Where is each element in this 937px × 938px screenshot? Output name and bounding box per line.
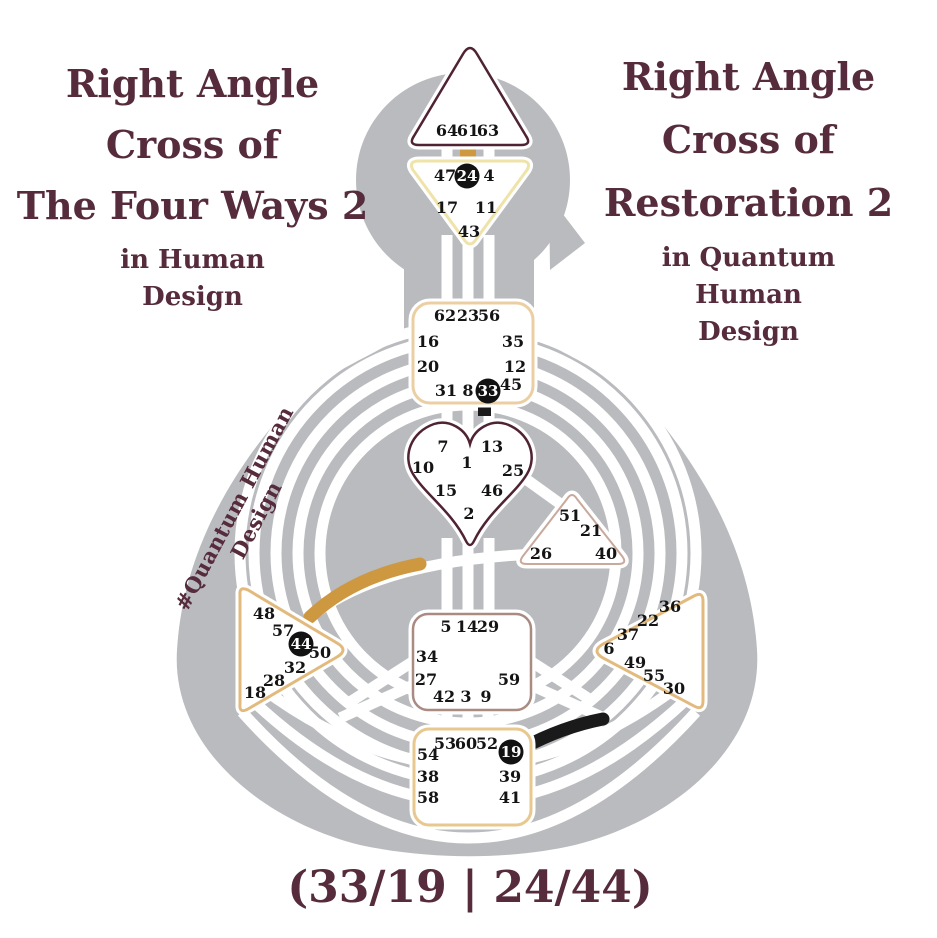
gate-8: 8 bbox=[462, 381, 473, 400]
gate-52: 52 bbox=[476, 734, 498, 753]
gate-49: 49 bbox=[624, 653, 646, 672]
gate-34: 34 bbox=[416, 647, 438, 666]
gate-6: 6 bbox=[603, 639, 614, 658]
gate-64: 64 bbox=[436, 121, 458, 140]
gate-2: 2 bbox=[463, 504, 474, 523]
gate-18: 18 bbox=[244, 683, 266, 702]
channel-44-26-design-segment bbox=[303, 557, 427, 624]
gate-16: 16 bbox=[417, 332, 439, 351]
right-title-line: Cross of bbox=[661, 117, 836, 162]
gate-44: 44 bbox=[291, 635, 312, 653]
gate-19-highlight bbox=[498, 739, 524, 765]
gate-54: 54 bbox=[417, 745, 439, 764]
gate-53: 53 bbox=[434, 734, 456, 753]
gate-23: 23 bbox=[457, 306, 479, 325]
gate-17: 17 bbox=[436, 198, 458, 217]
gate-26: 26 bbox=[530, 544, 552, 563]
left-title-line: Cross of bbox=[105, 122, 280, 167]
gate-37: 37 bbox=[617, 625, 639, 644]
gate-46: 46 bbox=[481, 481, 503, 500]
gate-24: 24 bbox=[457, 167, 478, 185]
gate-25: 25 bbox=[502, 461, 524, 480]
highlighted-gates: 24 33 44 19 bbox=[288, 163, 524, 765]
gate-10: 10 bbox=[412, 458, 434, 477]
gate-55: 55 bbox=[643, 666, 665, 685]
gate-33-highlight bbox=[475, 378, 501, 404]
gate-15: 15 bbox=[435, 481, 457, 500]
gate-41: 41 bbox=[499, 788, 521, 807]
gate-31: 31 bbox=[435, 381, 457, 400]
gate-63: 63 bbox=[477, 121, 499, 140]
left-title-line: The Four Ways 2 bbox=[16, 183, 369, 228]
throat-center bbox=[411, 301, 535, 405]
gate-19: 19 bbox=[501, 743, 522, 761]
left-subtitle-line: Design bbox=[142, 282, 243, 312]
gate-50: 50 bbox=[309, 643, 331, 662]
gate-57: 57 bbox=[272, 621, 294, 640]
will-center bbox=[519, 494, 626, 565]
gate-20: 20 bbox=[417, 357, 439, 376]
gate-59: 59 bbox=[498, 670, 520, 689]
left-title: Right Angle Cross of The Four Ways 2 in … bbox=[0, 53, 385, 316]
right-subtitle-line: Design bbox=[698, 317, 799, 347]
gate-61: 61 bbox=[457, 121, 479, 140]
gate-51: 51 bbox=[559, 506, 581, 525]
right-subtitle-line: Human bbox=[695, 280, 802, 310]
gate-43: 43 bbox=[458, 222, 480, 241]
right-title-line: Restoration 2 bbox=[603, 180, 894, 225]
gate-29: 29 bbox=[477, 617, 499, 636]
gate-1: 1 bbox=[461, 453, 472, 472]
gate-28: 28 bbox=[263, 671, 285, 690]
gate-47: 47 bbox=[434, 166, 456, 185]
gate-13: 13 bbox=[481, 437, 503, 456]
gate-45: 45 bbox=[500, 375, 522, 394]
left-subtitle-line: in Human bbox=[120, 245, 265, 275]
gate-48: 48 bbox=[253, 604, 275, 623]
gate-44-highlight bbox=[288, 631, 314, 657]
gate-38: 38 bbox=[417, 767, 439, 786]
gate-4: 4 bbox=[483, 166, 494, 185]
gate-9: 9 bbox=[480, 687, 491, 706]
gate-62: 62 bbox=[434, 306, 456, 325]
gate-30: 30 bbox=[663, 679, 685, 698]
gate-58: 58 bbox=[417, 788, 439, 807]
right-title-line: Right Angle bbox=[621, 54, 876, 99]
silhouette-nose bbox=[549, 196, 585, 270]
ajna-center bbox=[410, 159, 530, 246]
gate-35: 35 bbox=[502, 332, 524, 351]
gate-33: 33 bbox=[478, 382, 499, 400]
gate-40: 40 bbox=[595, 544, 617, 563]
cross-notation: (33/19 | 24/44) bbox=[287, 862, 653, 913]
right-title: Right Angle Cross of Restoration 2 in Qu… bbox=[560, 45, 937, 351]
g-center bbox=[407, 421, 533, 547]
gate-56: 56 bbox=[478, 306, 500, 325]
gate-3: 3 bbox=[460, 687, 471, 706]
gate-24-highlight bbox=[454, 163, 480, 189]
gate-5: 5 bbox=[440, 617, 451, 636]
gate-36: 36 bbox=[659, 597, 681, 616]
gate-12: 12 bbox=[504, 357, 526, 376]
gate-39: 39 bbox=[499, 767, 521, 786]
gate-14: 14 bbox=[456, 617, 478, 636]
gate-32: 32 bbox=[284, 658, 306, 677]
gate-21: 21 bbox=[580, 521, 602, 540]
gate-22: 22 bbox=[637, 611, 659, 630]
gate-27: 27 bbox=[415, 670, 437, 689]
gate-60: 60 bbox=[455, 734, 477, 753]
solar-plexus-center bbox=[595, 592, 705, 710]
channel-61-24-design-segment bbox=[460, 147, 476, 158]
gate-42: 42 bbox=[433, 687, 455, 706]
left-title-line: Right Angle bbox=[65, 61, 320, 106]
head-center bbox=[410, 46, 530, 147]
sacral-center bbox=[411, 612, 533, 712]
right-subtitle-line: in Quantum bbox=[661, 243, 836, 273]
gate-11: 11 bbox=[475, 198, 497, 217]
gate-numbers: 64 61 63 47 4 17 11 43 62 23 56 16 35 20… bbox=[244, 121, 685, 807]
gate-7: 7 bbox=[437, 437, 448, 456]
